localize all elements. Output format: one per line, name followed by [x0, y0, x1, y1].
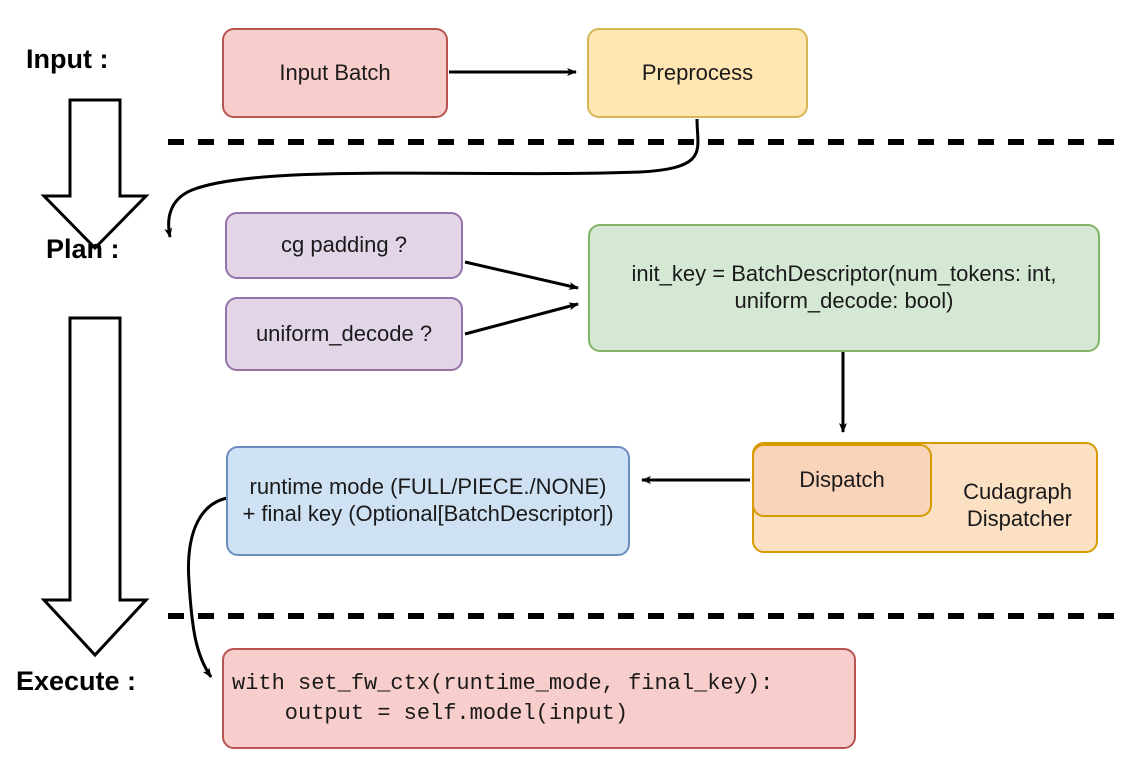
arrow-uniform-decode-to-init-key	[464, 302, 579, 336]
node-cudagraph-dispatcher-line1: Cudagraph	[963, 479, 1072, 505]
node-uniform-decode[interactable]: uniform_decode ?	[225, 297, 463, 371]
arrow-cg-padding-to-init-key	[464, 260, 579, 290]
stage-arrow-plan-to-execute	[40, 316, 150, 658]
node-input-batch-label: Input Batch	[279, 59, 391, 85]
node-runtime-mode-line2: + final key (Optional[BatchDescriptor])	[242, 501, 614, 526]
stage-label-plan: Plan :	[46, 234, 120, 264]
node-init-key[interactable]: init_key = BatchDescriptor(num_tokens: i…	[588, 224, 1100, 352]
node-execute-code-line2: output = self.model(input)	[232, 700, 629, 726]
node-runtime-mode-line1: runtime mode (FULL/PIECE./NONE)	[249, 474, 607, 500]
node-preprocess[interactable]: Preprocess	[587, 28, 808, 118]
node-init-key-line2: uniform_decode: bool)	[734, 288, 954, 313]
stage-arrow-input-to-plan	[40, 98, 150, 251]
node-preprocess-label: Preprocess	[641, 59, 754, 85]
node-dispatch-label: Dispatch	[799, 467, 885, 493]
node-cg-padding-label: cg padding ?	[281, 232, 407, 258]
node-dispatch[interactable]: Dispatch	[752, 444, 932, 517]
node-input-batch[interactable]: Input Batch	[222, 28, 448, 118]
node-execute-code-line1: with set_fw_ctx(runtime_mode, final_key)…	[232, 671, 774, 697]
node-execute-code[interactable]: with set_fw_ctx(runtime_mode, final_key)…	[222, 648, 856, 749]
node-uniform-decode-label: uniform_decode ?	[255, 320, 433, 346]
node-cudagraph-dispatcher-line2: Dispatcher	[966, 506, 1072, 532]
node-cg-padding[interactable]: cg padding ?	[225, 212, 463, 279]
node-init-key-line1: init_key = BatchDescriptor(num_tokens: i…	[631, 261, 1057, 287]
node-runtime-mode[interactable]: runtime mode (FULL/PIECE./NONE) + final …	[226, 446, 630, 556]
stage-label-execute: Execute :	[16, 666, 137, 696]
arrow-runtime-mode-to-execute-code	[187, 496, 228, 678]
stage-label-input: Input :	[26, 44, 109, 74]
